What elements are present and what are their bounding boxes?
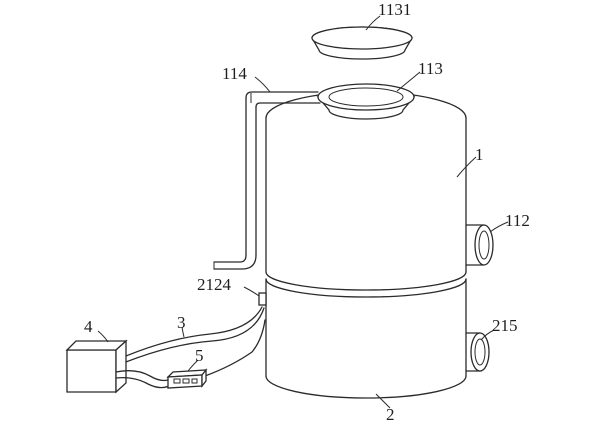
leader-3 bbox=[181, 326, 185, 338]
device-5 bbox=[115, 319, 266, 389]
label-2: 2 bbox=[386, 405, 395, 424]
leader-1 bbox=[456, 156, 477, 178]
label-3: 3 bbox=[177, 313, 186, 332]
leader-114 bbox=[254, 76, 271, 93]
leader-2 bbox=[375, 393, 391, 409]
lower-port-215 bbox=[465, 332, 490, 372]
label-114: 114 bbox=[222, 64, 247, 83]
pipe-114 bbox=[213, 91, 321, 270]
leader-lines bbox=[97, 15, 509, 409]
leader-1131 bbox=[365, 15, 381, 31]
label-215: 215 bbox=[492, 316, 518, 335]
label-4: 4 bbox=[84, 317, 93, 336]
label-2124: 2124 bbox=[197, 275, 232, 294]
cable-3 bbox=[125, 306, 265, 363]
label-1: 1 bbox=[475, 145, 484, 164]
lid-1131 bbox=[311, 26, 413, 60]
leader-5 bbox=[187, 359, 199, 372]
leader-113 bbox=[396, 71, 421, 92]
label-112: 112 bbox=[505, 211, 530, 230]
leader-4 bbox=[97, 330, 109, 343]
side-port-112 bbox=[465, 224, 494, 266]
fitting-2124 bbox=[258, 292, 267, 306]
tank-seam bbox=[265, 271, 467, 298]
leader-215 bbox=[480, 329, 495, 341]
inlet-113 bbox=[316, 83, 416, 120]
label-113: 113 bbox=[418, 59, 443, 78]
box-4 bbox=[65, 339, 128, 394]
label-5: 5 bbox=[195, 346, 204, 365]
leader-112 bbox=[489, 221, 509, 233]
leader-2124 bbox=[243, 286, 260, 297]
label-1131: 1131 bbox=[378, 0, 411, 19]
